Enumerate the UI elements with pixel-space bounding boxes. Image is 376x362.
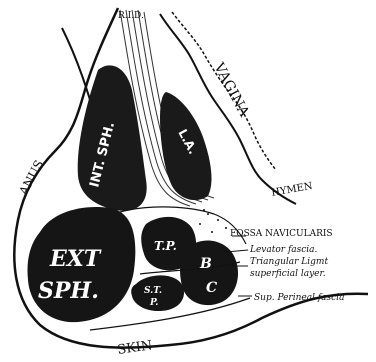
superficial-layer-label: superficial layer.	[250, 269, 326, 279]
sph-label: SPH.	[38, 278, 99, 304]
anus-label: ANUS	[16, 158, 46, 199]
rd-label: R.I.D.	[118, 11, 144, 21]
c-label: C	[206, 280, 217, 296]
skin-label: SKIN	[116, 338, 153, 358]
ext-label: EXT	[49, 246, 102, 272]
st-label: S.T.	[144, 286, 162, 296]
levator-fascia-label: Levator fascia.	[249, 245, 318, 255]
fossa-navicularis-label: FOSSA NAVICULARIS	[230, 229, 333, 239]
b-label: B	[199, 256, 212, 272]
triangular-ligament-label: Triangular Ligmt	[250, 257, 328, 267]
hymen-label: HYMEN	[271, 181, 314, 199]
sup-perineal-fascia-label: Sup. Perineal fascia	[254, 293, 344, 303]
p-label: P.	[149, 298, 158, 308]
tp-label: T.P.	[154, 239, 177, 253]
tissue-stipple	[199, 209, 227, 233]
vagina-label: VAGINA	[210, 59, 252, 120]
